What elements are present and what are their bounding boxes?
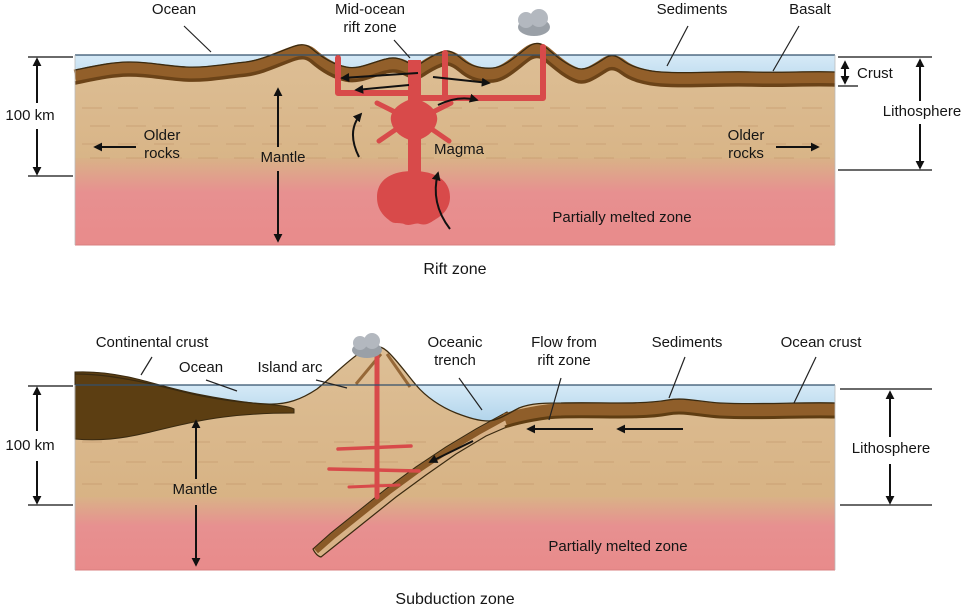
label-crust: Crust — [857, 65, 893, 82]
partially-melted-zone — [75, 158, 835, 245]
rift-zone-artwork — [28, 9, 932, 246]
cloud-icon — [352, 333, 382, 358]
magma-feeder — [327, 354, 421, 500]
label-magma: Magma — [433, 141, 485, 158]
label-basalt: Basalt — [789, 1, 831, 18]
label-depth-scale: 100 km — [5, 437, 55, 454]
label-continental-crust: Continental crust — [95, 334, 209, 351]
label-partially-melted-zone: Partially melted zone — [548, 538, 688, 555]
label-ocean: Ocean — [178, 359, 224, 376]
subduction-zone-artwork — [28, 333, 932, 571]
label-mantle: Mantle — [260, 149, 306, 166]
continental-crust — [74, 371, 295, 441]
caption-rift-zone: Rift zone — [423, 261, 487, 278]
label-oceanic-trench: Oceanic trench — [427, 334, 483, 369]
subducting-slab — [312, 411, 517, 558]
partially-melted-zone — [75, 497, 835, 570]
cloud-icon — [518, 9, 550, 36]
label-ocean-crust: Ocean crust — [780, 334, 862, 351]
label-ocean: Ocean — [151, 1, 197, 18]
label-mid-ocean-rift-zone: Mid-ocean rift zone — [334, 1, 406, 36]
label-sediments: Sediments — [651, 334, 723, 351]
label-partially-melted-zone: Partially melted zone — [552, 209, 692, 226]
label-older-rocks-right: Older rocks — [727, 127, 765, 162]
label-lithosphere: Lithosphere — [851, 440, 931, 457]
label-island-arc: Island arc — [257, 359, 323, 376]
label-older-rocks-left: Older rocks — [143, 127, 181, 162]
caption-subduction-zone: Subduction zone — [395, 591, 515, 608]
label-mantle: Mantle — [172, 481, 218, 498]
label-lithosphere: Lithosphere — [882, 103, 962, 120]
label-depth-scale: 100 km — [5, 107, 55, 124]
magma-body — [335, 44, 546, 225]
label-flow-from-rift-zone: Flow from rift zone — [531, 334, 597, 369]
label-sediments: Sediments — [656, 1, 728, 18]
